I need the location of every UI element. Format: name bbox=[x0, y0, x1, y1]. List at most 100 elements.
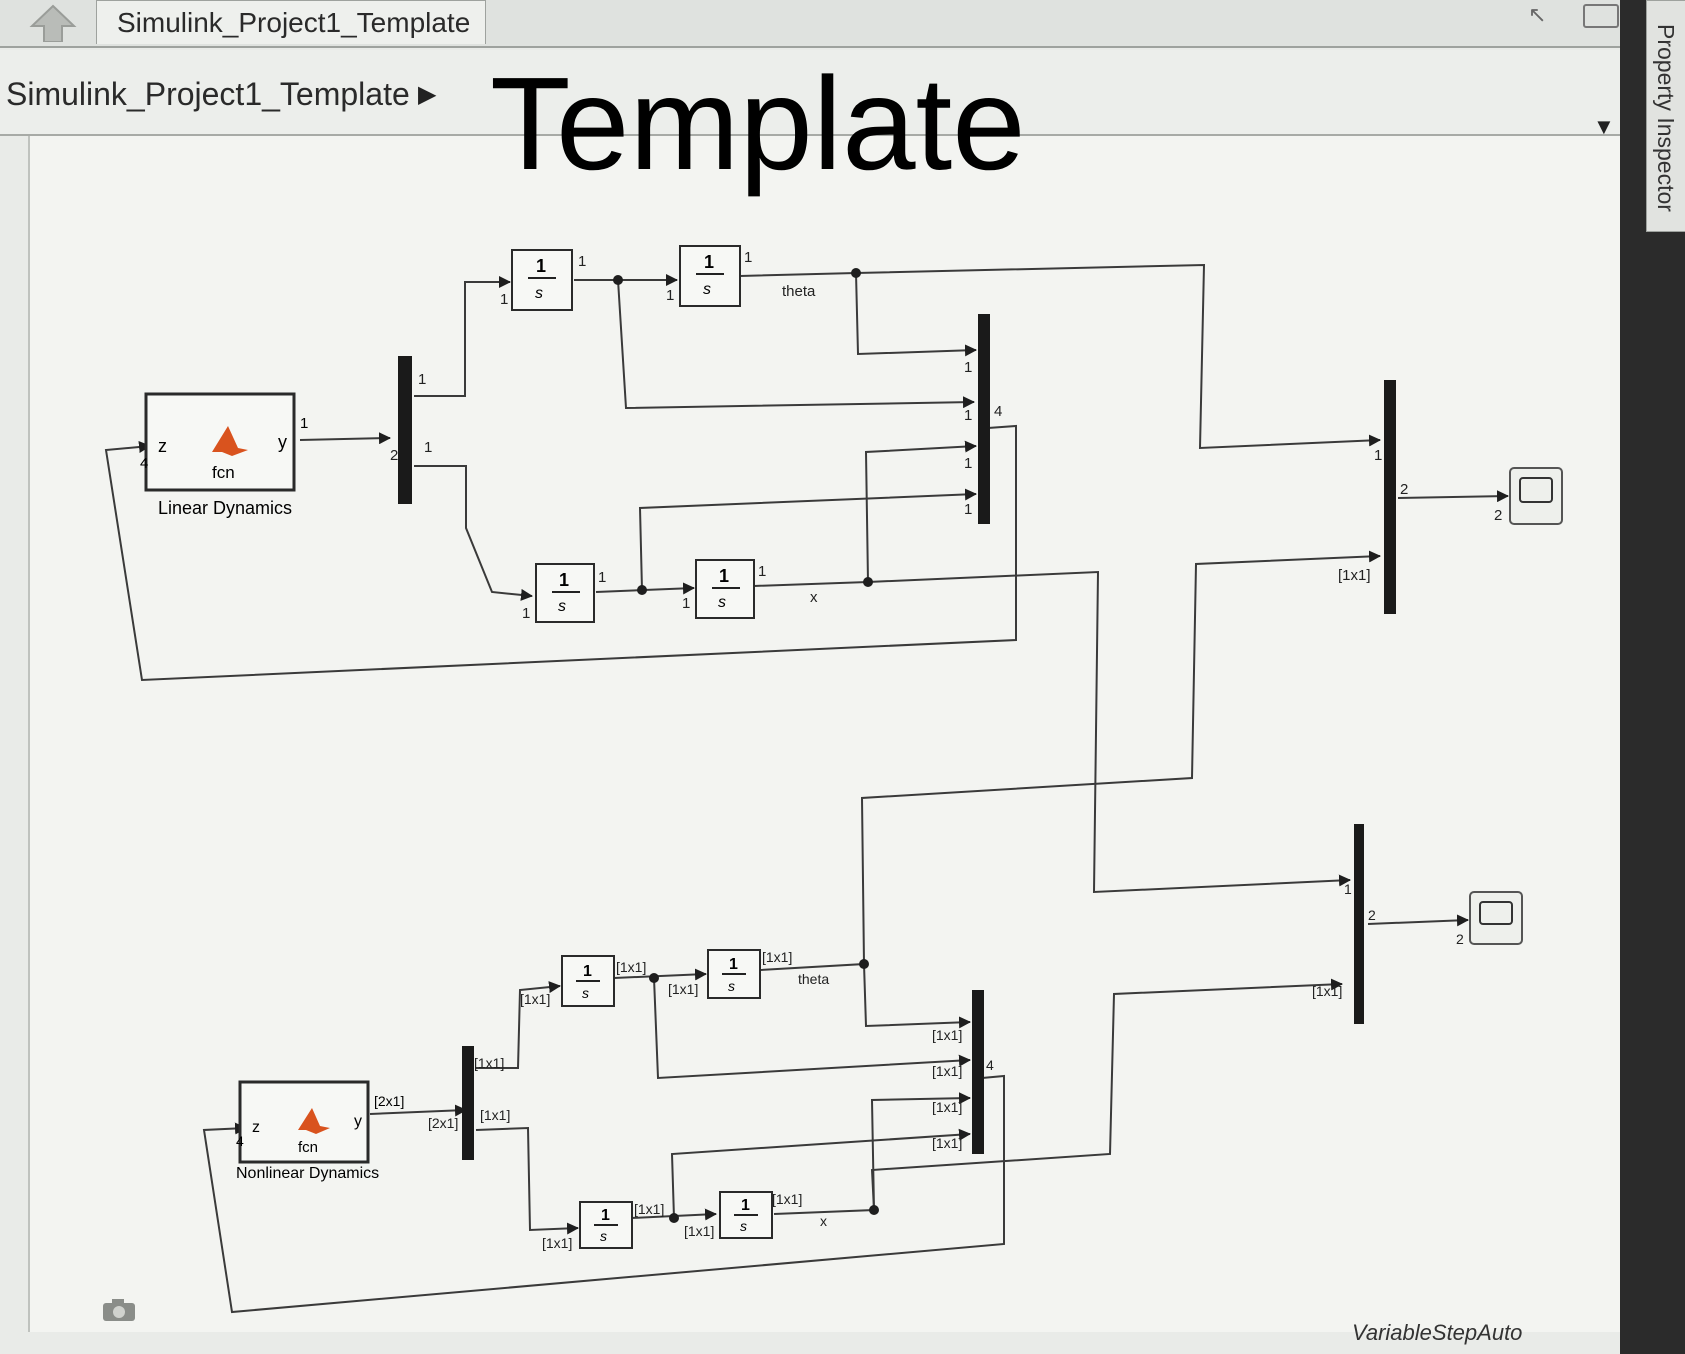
svg-text:[1x1]: [1x1] bbox=[932, 1135, 962, 1151]
svg-text:1: 1 bbox=[964, 359, 972, 376]
svg-text:1: 1 bbox=[964, 407, 972, 424]
junction-dots bbox=[613, 268, 879, 1223]
signal-mux2-feedback[interactable] bbox=[202, 1074, 1005, 1314]
property-inspector-label: Property Inspector bbox=[1653, 24, 1679, 212]
svg-text:2: 2 bbox=[1456, 931, 1464, 947]
svg-text:1: 1 bbox=[601, 1207, 610, 1224]
signal-int5-out[interactable] bbox=[613, 968, 707, 981]
matlab-logo-icon bbox=[212, 426, 248, 456]
signal-x-branch[interactable] bbox=[864, 440, 977, 583]
signal-demux1-top[interactable] bbox=[414, 276, 511, 397]
integrator-7[interactable]: 1 s bbox=[579, 1201, 633, 1249]
signal-theta-nl-branch[interactable] bbox=[863, 963, 971, 1029]
signal-theta-branch[interactable] bbox=[855, 272, 977, 357]
svg-text:[1x1]: [1x1] bbox=[1312, 983, 1342, 999]
mux-output-x[interactable] bbox=[1354, 824, 1364, 1024]
tab-model[interactable]: Simulink_Project1_Template bbox=[96, 0, 486, 44]
svg-text:[1x1]: [1x1] bbox=[616, 959, 646, 975]
signal-mux1-feedback[interactable] bbox=[104, 424, 1017, 682]
signal-theta-nl[interactable] bbox=[759, 550, 1381, 971]
svg-text:1: 1 bbox=[682, 595, 690, 612]
signal-demux1-bot[interactable] bbox=[414, 465, 533, 601]
linear-out-num: 1 bbox=[300, 415, 308, 432]
signal-int5-branch[interactable] bbox=[653, 977, 971, 1080]
mux-nonlinear[interactable] bbox=[972, 990, 984, 1154]
svg-text:2: 2 bbox=[1494, 507, 1502, 524]
svg-text:1: 1 bbox=[536, 256, 546, 276]
integrator-2[interactable]: 1 s bbox=[679, 245, 741, 307]
nonlinear-out-dim: [2x1] bbox=[374, 1093, 404, 1109]
nonlinear-caption: Nonlinear Dynamics bbox=[236, 1165, 379, 1182]
svg-text:s: s bbox=[600, 1228, 607, 1244]
svg-text:1: 1 bbox=[964, 455, 972, 472]
keyboard-icon[interactable] bbox=[1583, 4, 1619, 28]
signal-label-theta: theta bbox=[782, 283, 816, 300]
mux-linear[interactable] bbox=[978, 314, 990, 524]
integrator-3[interactable]: 1 s bbox=[535, 563, 595, 623]
svg-text:s: s bbox=[740, 1218, 747, 1234]
nonlinear-in-num: 4 bbox=[236, 1133, 244, 1149]
demux-linear[interactable] bbox=[398, 356, 412, 504]
solver-status: VariableStepAuto bbox=[1352, 1320, 1523, 1345]
signal-int7-branch[interactable] bbox=[670, 1128, 971, 1219]
signal-mux3-out[interactable] bbox=[1397, 490, 1509, 503]
svg-text:1: 1 bbox=[1344, 881, 1352, 897]
up-arrow-icon[interactable] bbox=[28, 4, 78, 42]
svg-text:1: 1 bbox=[741, 1197, 750, 1214]
block-diagram: z y fcn 4 1 Linear Dynamics z y fcn 4 [2… bbox=[104, 245, 1563, 1314]
svg-text:[1x1]: [1x1] bbox=[520, 991, 550, 1007]
integrator-1[interactable]: 1 s bbox=[511, 249, 573, 311]
integrator-8[interactable]: 1 s bbox=[719, 1191, 773, 1239]
cursor-icon: ↖ bbox=[1528, 2, 1547, 27]
breadcrumb-model[interactable]: Simulink_Project1_Template bbox=[6, 76, 410, 112]
camera-icon[interactable] bbox=[102, 1298, 136, 1322]
linear-fcn-text: fcn bbox=[212, 463, 235, 482]
svg-text:[2x1]: [2x1] bbox=[428, 1115, 458, 1131]
signal-x[interactable] bbox=[753, 570, 1351, 894]
chevron-right-icon[interactable]: ▶ bbox=[418, 81, 437, 108]
svg-text:[1x1]: [1x1] bbox=[762, 949, 792, 965]
signal-int1-branch[interactable] bbox=[617, 279, 975, 410]
svg-text:1: 1 bbox=[729, 956, 738, 973]
chevron-down-icon[interactable]: ▼ bbox=[1593, 114, 1615, 139]
svg-text:[1x1]: [1x1] bbox=[542, 1235, 572, 1251]
mux-output-theta[interactable] bbox=[1384, 380, 1396, 614]
signal-nonlinear-out[interactable] bbox=[369, 1104, 467, 1117]
scope-x[interactable] bbox=[1469, 891, 1523, 945]
svg-text:1: 1 bbox=[744, 249, 752, 266]
signal-mux4-out[interactable] bbox=[1367, 914, 1469, 927]
svg-text:s: s bbox=[718, 594, 726, 611]
signal-demux2-top[interactable] bbox=[476, 981, 561, 1069]
signal-demux2-bot[interactable] bbox=[475, 1126, 579, 1235]
port-labels-nonlinear: [1x1] [1x1] [1x1] [1x1] [1x1] [2x1] [1x1… bbox=[428, 881, 1464, 1251]
signal-int3-branch[interactable] bbox=[638, 488, 977, 591]
linear-dynamics-block[interactable]: z y fcn 4 1 Linear Dynamics bbox=[140, 392, 308, 518]
matlab-logo-icon-2 bbox=[298, 1108, 330, 1134]
svg-text:s: s bbox=[703, 281, 711, 298]
linear-in-port: z bbox=[158, 436, 167, 456]
svg-text:2: 2 bbox=[1400, 481, 1408, 498]
svg-text:s: s bbox=[582, 985, 589, 1001]
property-inspector-tab[interactable] bbox=[1646, 0, 1685, 232]
signal-label-x-nl: x bbox=[820, 1213, 827, 1229]
signal-x-nl-branch[interactable] bbox=[870, 1092, 971, 1211]
signal-x-nl[interactable] bbox=[773, 978, 1343, 1215]
svg-text:4: 4 bbox=[994, 403, 1002, 420]
demux-nonlinear[interactable] bbox=[462, 1046, 474, 1160]
svg-text:1: 1 bbox=[719, 566, 729, 586]
signal-lines bbox=[104, 263, 1509, 1314]
svg-text:[1x1]: [1x1] bbox=[684, 1223, 714, 1239]
nonlinear-dynamics-block[interactable]: z y fcn 4 [2x1] Nonlinear Dynamics bbox=[236, 1080, 404, 1182]
svg-text:1: 1 bbox=[666, 287, 674, 304]
integrator-4[interactable]: 1 s bbox=[695, 559, 755, 619]
svg-text:1: 1 bbox=[758, 563, 766, 580]
signal-linear-out[interactable] bbox=[299, 432, 391, 445]
integrator-6[interactable]: 1 s bbox=[707, 949, 761, 999]
breadcrumb: Simulink_Project1_Template ▶ ▼ bbox=[0, 50, 1620, 139]
scope-theta[interactable] bbox=[1509, 467, 1563, 525]
integrator-5[interactable]: 1 s bbox=[561, 955, 615, 1007]
svg-text:[1x1]: [1x1] bbox=[932, 1099, 962, 1115]
signal-label-x: x bbox=[810, 589, 818, 606]
signal-theta[interactable] bbox=[739, 263, 1381, 450]
tab-bar: Simulink_Project1_Template ↖ bbox=[0, 0, 1620, 48]
